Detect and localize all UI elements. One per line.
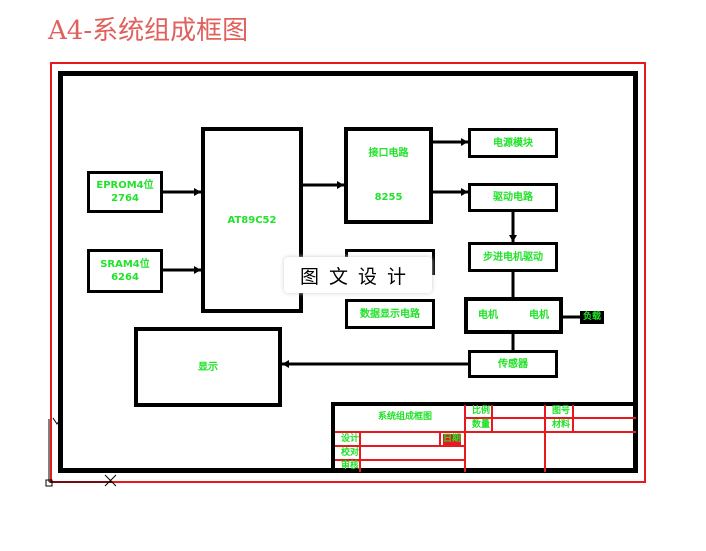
sram-block: SRAM4位 6264 bbox=[87, 249, 163, 293]
tb-field-8: 日期 bbox=[443, 434, 462, 445]
motor-left-label: 电机 bbox=[478, 310, 498, 321]
right-block-2-label: 驱动电路 bbox=[493, 192, 533, 203]
right-block-1-label: 电源模块 bbox=[493, 137, 533, 149]
tb-field-6: 校对 bbox=[341, 448, 360, 458]
right-block-4: 传感器 bbox=[468, 350, 558, 378]
io-chip: 8255 bbox=[374, 192, 403, 204]
eprom-chip: 2764 bbox=[111, 193, 139, 204]
title-block bbox=[331, 402, 638, 473]
tb-field-2: 数量 bbox=[472, 420, 491, 430]
tb-field-5: 设计 bbox=[341, 434, 360, 444]
drawing-border bbox=[58, 71, 638, 473]
outer-red-frame bbox=[50, 62, 646, 483]
sram-chip: 6264 bbox=[111, 272, 139, 283]
right-block-4-label: 传感器 bbox=[498, 358, 528, 370]
right-block-3-label: 步进电机驱动 bbox=[483, 251, 543, 263]
page-title: A4-系统组成框图 bbox=[48, 16, 249, 46]
mcu-label: AT89C52 bbox=[227, 214, 277, 226]
display-label: 显示 bbox=[198, 361, 218, 373]
display-block: 显示 bbox=[134, 327, 282, 407]
tb-field-7: 审核 bbox=[341, 461, 360, 471]
right-block-3: 步进电机驱动 bbox=[468, 242, 558, 272]
motor-side-label: 负载 bbox=[580, 311, 605, 324]
io-block: 接口电路 8255 bbox=[344, 127, 433, 224]
eprom-block: EPROM4位 2764 bbox=[87, 171, 163, 213]
tb-field-3: 图号 bbox=[552, 406, 571, 416]
drawing-name: 系统组成框图 bbox=[378, 412, 433, 422]
tb-field-1: 比例 bbox=[472, 406, 491, 416]
io-label: 接口电路 bbox=[368, 147, 409, 159]
sram-label: SRAM4位 bbox=[100, 259, 150, 270]
motor-assembly: 电机 电机 bbox=[464, 297, 563, 334]
right-block-2: 驱动电路 bbox=[468, 183, 558, 212]
motor-right-label: 电机 bbox=[529, 310, 549, 321]
right-block-1: 电源模块 bbox=[468, 128, 558, 158]
watermark-badge: 图文设计 bbox=[284, 257, 432, 293]
eprom-label: EPROM4位 bbox=[96, 180, 154, 191]
tb-field-4: 材料 bbox=[552, 420, 571, 430]
lower-block: 数据显示电路 bbox=[345, 299, 435, 329]
ucs-icon bbox=[45, 417, 117, 487]
lower-label: 数据显示电路 bbox=[360, 308, 420, 320]
